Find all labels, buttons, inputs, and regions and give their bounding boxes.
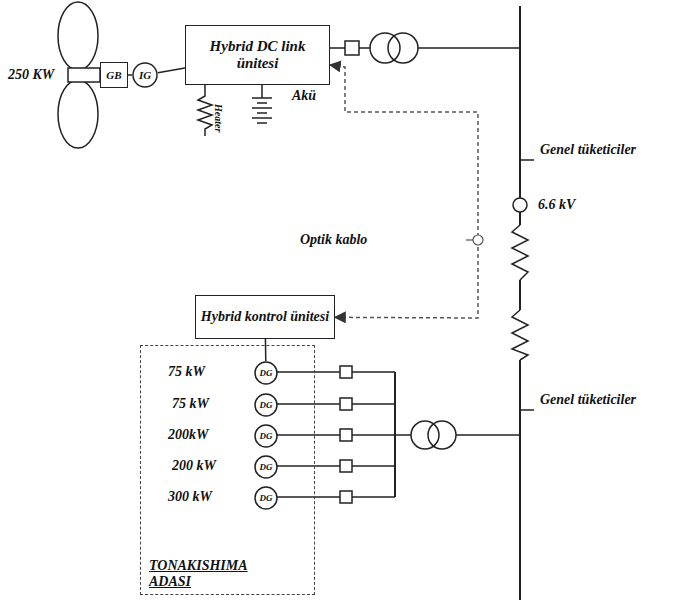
diesel-generator: DG: [254, 486, 278, 510]
battery-plate: [252, 97, 272, 99]
transformer-winding: [388, 33, 418, 63]
connector-line: [265, 339, 267, 361]
bus-line: [519, 6, 521, 225]
line-impedance: [512, 225, 528, 280]
connector-line: [158, 68, 185, 73]
connector-line: [128, 74, 132, 76]
node-text: DG: [260, 400, 273, 410]
power-rating: 200 kW: [172, 458, 216, 474]
diesel-generator: DG: [254, 455, 278, 479]
transformer-winding: [370, 33, 400, 63]
battery-label: Akü: [292, 88, 316, 104]
voltage-label: 6.6 kV: [538, 197, 575, 213]
line-impedance: [512, 310, 528, 360]
power-rating: 200kW: [168, 427, 208, 443]
bus-line: [519, 280, 521, 310]
consumer-tap: [520, 409, 534, 411]
gearbox-box: GB: [100, 62, 128, 88]
power-rating: 75 kW: [172, 396, 209, 412]
turbine-hub: [68, 68, 100, 82]
node-text: Hybrid DC link ünitesi: [190, 38, 325, 73]
node-text: DG: [260, 368, 273, 378]
optical-cable: [330, 65, 478, 318]
island-wiring: [277, 366, 520, 503]
node-text: GB: [106, 69, 121, 82]
generator-circle: IG: [132, 62, 158, 88]
node-text: Hybrid kontrol ünitesi: [201, 309, 329, 325]
heater-label: Heater: [210, 104, 226, 132]
cable-label: Optik kablo: [300, 232, 367, 248]
diesel-generator: DG: [254, 393, 278, 417]
wire: [359, 47, 370, 49]
battery-plate: [257, 122, 267, 124]
battery-plate: [252, 107, 272, 109]
node-text: DG: [260, 462, 273, 472]
wire: [330, 47, 345, 49]
island-region: TONAKISHIMA ADASI DG DG DG DG DG: [140, 345, 315, 595]
battery-plate: [257, 102, 267, 104]
meter-symbol: [513, 198, 527, 212]
breaker-symbol: [345, 41, 359, 55]
node-text: IG: [139, 69, 151, 82]
turbine-blade: [58, 2, 98, 70]
region-title: TONAKISHIMA ADASI: [149, 558, 269, 590]
heater-resistor: [198, 85, 212, 136]
bus-line: [519, 360, 521, 600]
power-rating: 300 kW: [168, 489, 212, 505]
control-box: Hybrid kontrol ünitesi: [195, 295, 335, 339]
consumer-tap: [520, 159, 534, 161]
diesel-generator: DG: [254, 361, 278, 385]
battery-wire: [261, 85, 263, 98]
turbine-blade: [58, 80, 98, 148]
node-text: DG: [260, 493, 273, 503]
battery-plate: [252, 117, 272, 119]
dc-link-box: Hybrid DC link ünitesi: [185, 25, 330, 85]
wire: [418, 47, 520, 49]
power-rating: 75 kW: [168, 364, 205, 380]
consumer-label: Genel tüketiciler: [540, 142, 636, 158]
node-text: DG: [260, 431, 273, 441]
power-rating: 250 KW: [8, 67, 54, 83]
battery-plate: [257, 112, 267, 114]
diesel-generator: DG: [254, 424, 278, 448]
consumer-label: Genel tüketiciler: [540, 392, 636, 408]
